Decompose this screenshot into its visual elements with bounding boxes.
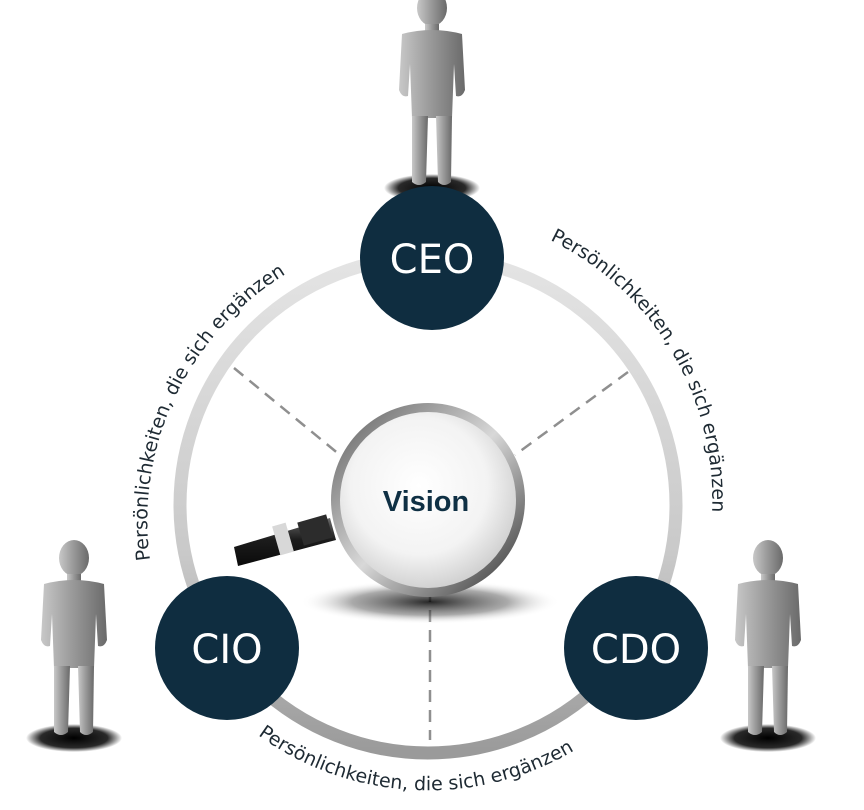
person-figure-icon [26,540,122,752]
person-figure-icon [720,540,816,752]
vision-label: Vision [383,486,470,518]
ceo-node: CEO [360,186,504,330]
cio-node: CIO [155,576,299,720]
magnifying-glass-icon: Vision [234,403,560,624]
ceo-label: CEO [390,237,475,283]
cdo-label: CDO [591,627,681,673]
person-figure-icon [384,0,480,202]
cio-label: CIO [191,627,262,673]
cdo-node: CDO [564,576,708,720]
arc-label-left: Persönlichkeiten, die sich ergänzen [130,260,288,563]
